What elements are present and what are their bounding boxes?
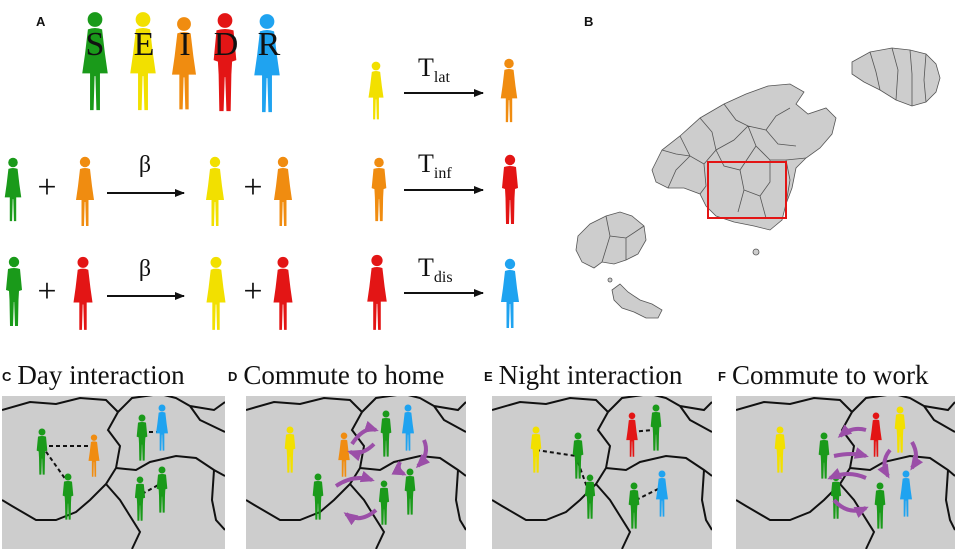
infectious-person-icon [371, 157, 387, 222]
latent-transition: Tlat [368, 53, 518, 123]
panel-f-title: F Commute to work [718, 360, 928, 391]
formentera-island [611, 283, 663, 319]
infectious-person-icon [76, 156, 94, 226]
plus-sign: + [37, 273, 56, 310]
compartment-d-label: D [214, 26, 239, 63]
panel-e-letter: E [484, 369, 493, 384]
panel-d-letter: D [228, 369, 238, 384]
panel-c-letter: C [2, 369, 12, 384]
compartment-r: R [254, 14, 281, 113]
panel-d-map [246, 396, 466, 549]
compartment-i-label: I [179, 26, 190, 63]
panel-f-title-text: Commute to work [731, 360, 929, 390]
recovered-person-icon [501, 258, 519, 328]
diseased-person-icon [273, 256, 293, 330]
plus-sign: + [37, 169, 56, 206]
exposed-person-icon [206, 156, 224, 226]
compartment-r-label: R [258, 26, 281, 63]
infectious-transition: Tinf [371, 149, 518, 224]
panel-c-title-text: Day interaction [17, 360, 185, 390]
panel-f-letter: F [718, 369, 726, 384]
panel-e-map [492, 396, 712, 549]
panel-a-letter: A [36, 14, 46, 29]
compartment-s-label: S [86, 26, 105, 63]
infectious-person-icon [500, 58, 518, 123]
susceptible-person-icon [4, 157, 22, 222]
seidr-compartment-row: S E I D R [82, 12, 281, 113]
compartment-e: E [130, 12, 156, 111]
beta-rate-label: β [139, 256, 151, 282]
cabrera-islet [752, 248, 760, 256]
mallorca-island [651, 83, 837, 231]
infection-reaction-s-d: + β + [6, 256, 293, 330]
disease-transition: Tdis [367, 253, 519, 330]
compartment-s: S [82, 12, 108, 111]
panel-c-map [2, 396, 225, 549]
panel-c-title: C Day interaction [2, 360, 185, 391]
zoom-highlight-box [707, 161, 787, 219]
compartment-i: I [172, 17, 196, 110]
diseased-person-icon [502, 154, 518, 224]
compartment-e-label: E [134, 26, 155, 63]
diseased-person-icon [367, 254, 387, 330]
panel-d-title-text: Commute to home [243, 360, 445, 390]
exposed-person-icon [206, 256, 226, 330]
panel-f-map [736, 396, 955, 549]
ibiza-island [575, 211, 647, 269]
panel-e-title: E Night interaction [484, 360, 682, 391]
panel-b-letter: B [584, 14, 594, 29]
t-inf-label: Tinf [418, 149, 452, 182]
susceptible-person-icon [6, 256, 22, 326]
t-dis-label: Tdis [418, 253, 453, 286]
menorca-island [851, 47, 941, 107]
panel-d-title: D Commute to home [228, 360, 444, 391]
balearic-map [575, 47, 941, 319]
t-lat-label: Tlat [418, 53, 450, 86]
infection-reaction-s-i: + β + [4, 152, 292, 226]
plus-sign: + [243, 273, 262, 310]
diseased-person-icon [73, 256, 93, 330]
exposed-person-icon [368, 61, 384, 120]
plus-sign: + [243, 169, 262, 206]
infectious-person-icon [274, 156, 292, 226]
panel-e-title-text: Night interaction [498, 360, 683, 390]
compartment-d: D [213, 13, 239, 112]
beta-rate-label: β [139, 152, 151, 178]
